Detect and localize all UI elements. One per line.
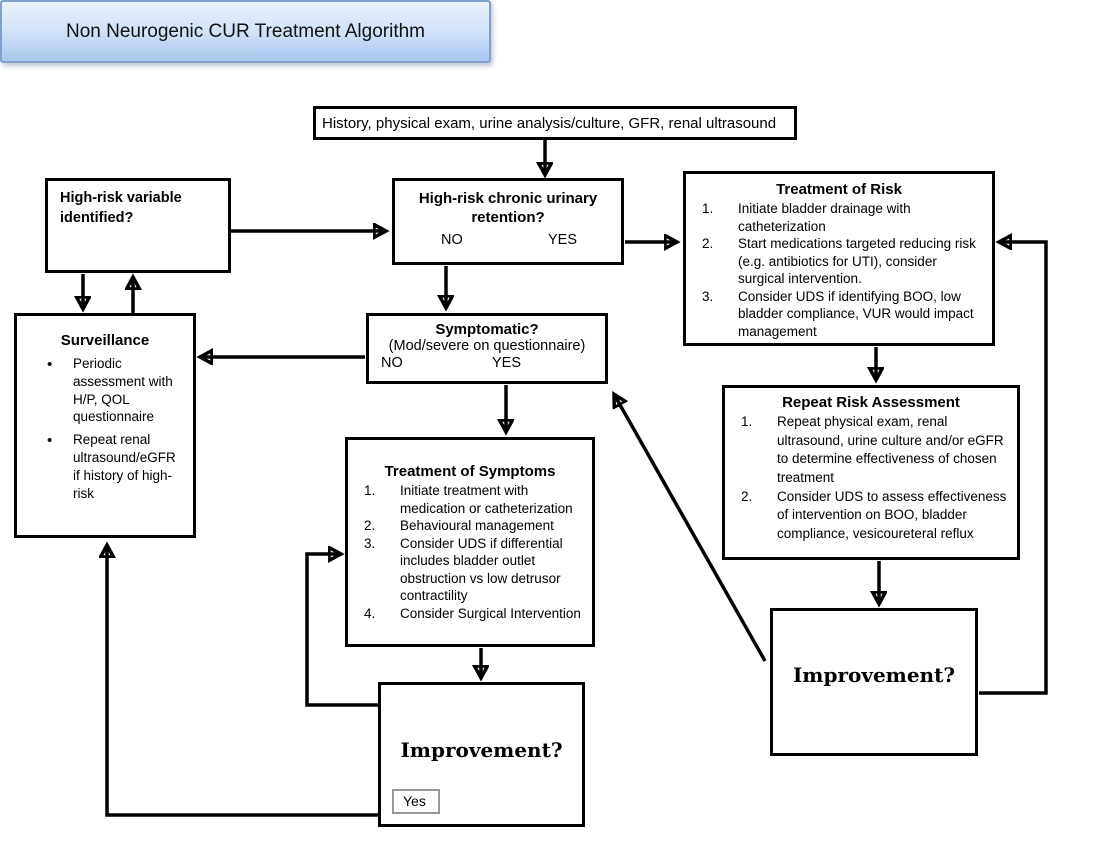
symptomatic-subtitle: (Mod/severe on questionnaire) xyxy=(388,338,586,354)
node-history-workup: History, physical exam, urine analysis/c… xyxy=(313,106,797,140)
node-symptomatic: Symptomatic? (Mod/severe on questionnair… xyxy=(366,313,608,384)
retention-no-label: NO xyxy=(441,231,463,248)
improvement-yes-chip: Yes xyxy=(392,789,440,814)
treatment-of-symptoms-title: Treatment of Symptoms xyxy=(384,463,556,480)
list-item: Consider UDS if differential includes bl… xyxy=(400,535,563,604)
treatment-of-symptoms-list: Initiate treatment with medication or ca… xyxy=(348,482,592,622)
node-improvement-right: Improvement? xyxy=(770,608,978,756)
surveillance-title: Surveillance xyxy=(60,332,150,349)
treatment-of-risk-title: Treatment of Risk xyxy=(776,181,902,198)
list-item: Consider UDS if identifying BOO, low bla… xyxy=(738,288,974,339)
node-repeat-risk-assessment: Repeat Risk Assessment Repeat physical e… xyxy=(722,385,1020,560)
retention-yes-label: YES xyxy=(547,231,577,248)
high-risk-variable-text: High-risk variable identified? xyxy=(60,190,182,226)
node-high-risk-variable: High-risk variable identified? xyxy=(45,178,231,273)
symptomatic-title: Symptomatic? xyxy=(435,321,539,338)
list-item: Start medications targeted reducing risk… xyxy=(738,236,976,287)
algorithm-title: Non Neurogenic CUR Treatment Algorithm xyxy=(65,20,426,42)
list-item: Repeat renal ultrasound/eGFR if history … xyxy=(47,431,181,502)
algorithm-title-box: Non Neurogenic CUR Treatment Algorithm xyxy=(0,0,491,63)
improvement-right-title: Improvement? xyxy=(792,663,956,687)
list-item: Periodic assessment with H/P, QOL questi… xyxy=(47,355,181,426)
list-item: Initiate treatment with medication or ca… xyxy=(400,483,573,516)
list-item: Repeat physical exam, renal ultrasound, … xyxy=(777,414,1004,485)
node-treatment-of-symptoms: Treatment of Symptoms Initiate treatment… xyxy=(345,437,595,647)
surveillance-list: Periodic assessment with H/P, QOL questi… xyxy=(17,355,193,503)
symptomatic-yes-label: YES xyxy=(491,355,521,372)
node-high-risk-retention: High-risk chronic urinary retention? NO … xyxy=(392,178,624,265)
list-item: Consider Surgical Intervention xyxy=(400,605,581,621)
symptomatic-no-label: NO xyxy=(381,355,403,372)
node-surveillance: Surveillance Periodic assessment with H/… xyxy=(14,313,196,538)
list-item: Consider UDS to assess effectiveness of … xyxy=(777,488,1007,541)
list-item: Behavioural management xyxy=(400,518,554,534)
connector-improvement-yes-to-surveillance xyxy=(107,547,379,817)
repeat-risk-assessment-list: Repeat physical exam, renal ultrasound, … xyxy=(725,413,1017,543)
list-item: Initiate bladder drainage with catheteri… xyxy=(738,201,911,234)
treatment-of-risk-list: Initiate bladder drainage with catheteri… xyxy=(686,200,992,340)
high-risk-retention-title: High-risk chronic urinary retention? xyxy=(418,190,598,226)
node-treatment-of-risk: Treatment of Risk Initiate bladder drain… xyxy=(683,171,995,346)
history-workup-text: History, physical exam, urine analysis/c… xyxy=(322,114,777,132)
repeat-risk-assessment-title: Repeat Risk Assessment xyxy=(782,394,960,411)
improvement-bottom-title: Improvement? xyxy=(400,737,563,762)
node-improvement-bottom: Improvement? Yes xyxy=(378,682,585,827)
